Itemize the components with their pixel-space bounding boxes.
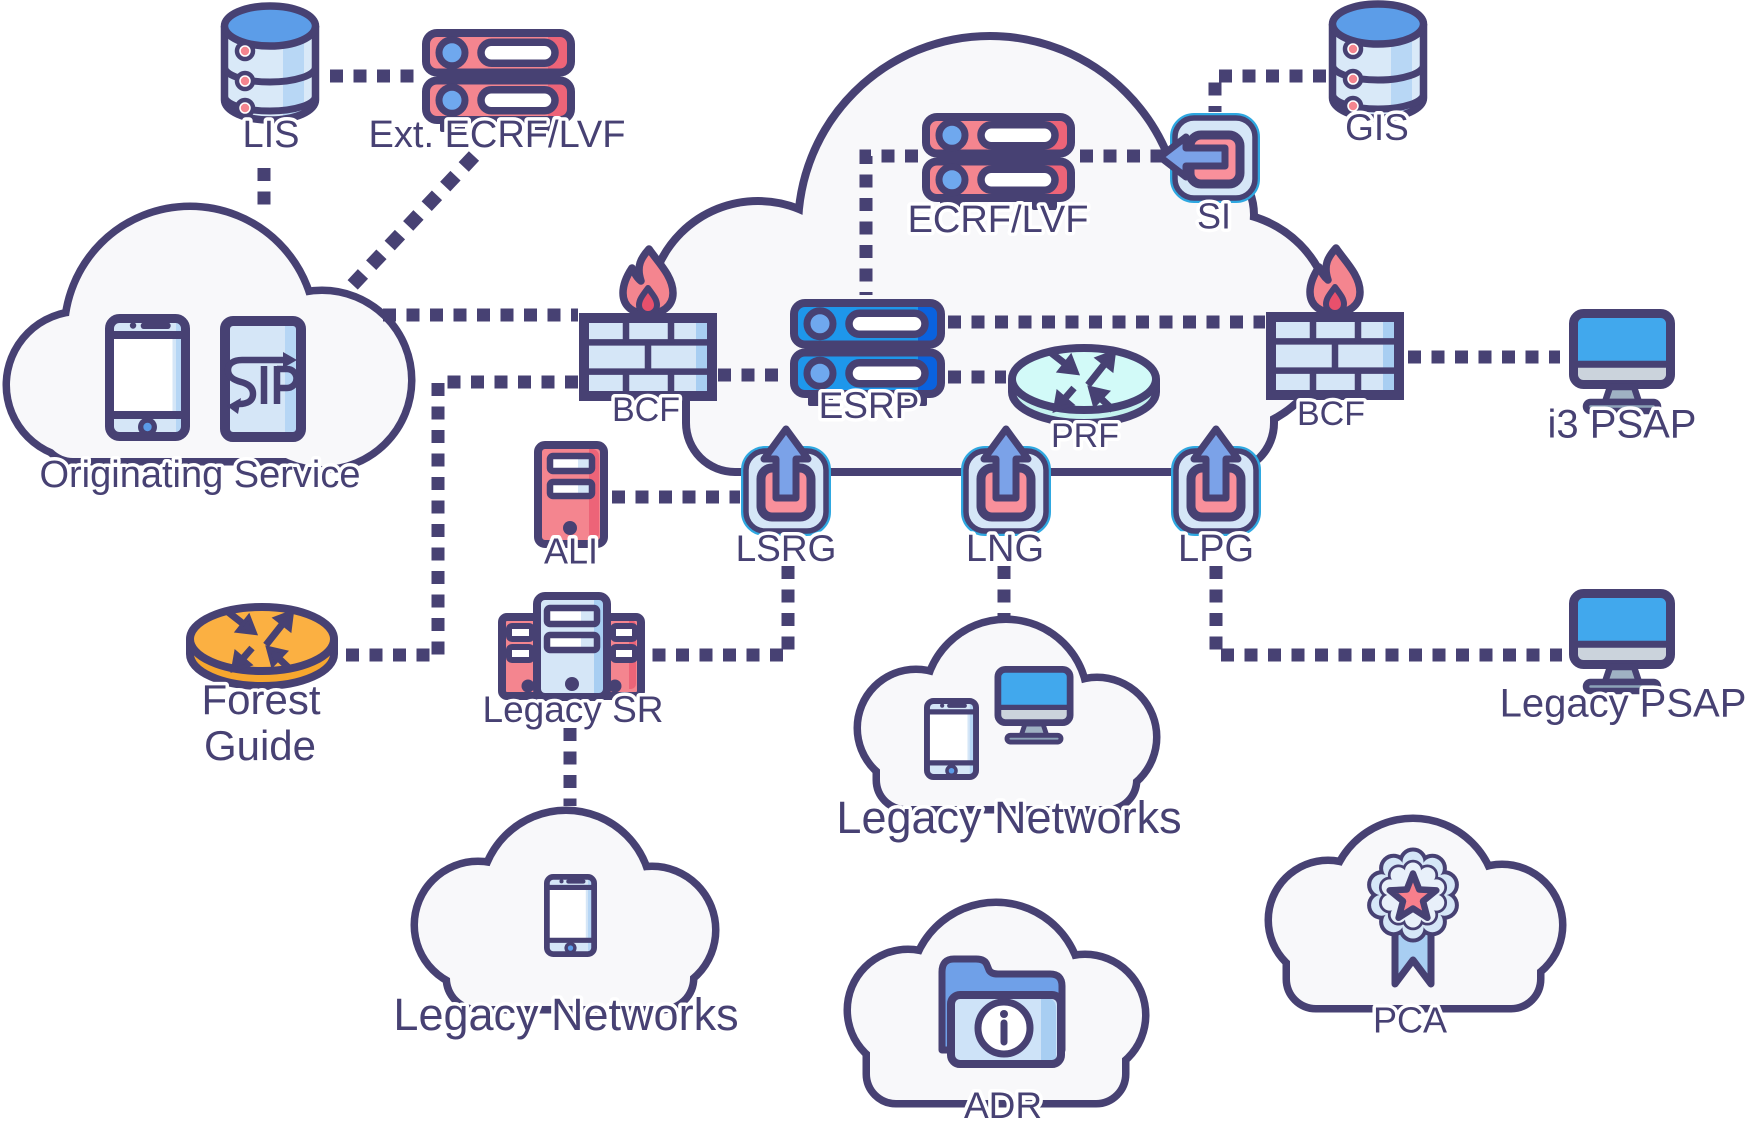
- svg-text:ESRP: ESRP: [819, 385, 920, 426]
- svg-text:Legacy PSAP: Legacy PSAP: [1500, 682, 1747, 726]
- svg-text:BCF: BCF: [1297, 395, 1365, 433]
- svg-text:LPG: LPG: [1178, 528, 1254, 570]
- svg-text:Ext. ECRF/LVF: Ext. ECRF/LVF: [369, 114, 626, 156]
- svg-text:Guide: Guide: [204, 722, 316, 769]
- svg-text:Legacy Networks: Legacy Networks: [393, 989, 738, 1040]
- svg-text:ADR: ADR: [964, 1085, 1042, 1126]
- svg-text:LSRG: LSRG: [736, 528, 837, 569]
- svg-text:BCF: BCF: [612, 391, 680, 429]
- svg-text:Forest: Forest: [201, 676, 320, 723]
- svg-text:GIS: GIS: [1345, 107, 1409, 148]
- svg-text:i3 PSAP: i3 PSAP: [1548, 403, 1697, 447]
- svg-text:ALI: ALI: [544, 531, 598, 572]
- svg-text:ECRF/LVF: ECRF/LVF: [908, 199, 1089, 241]
- svg-text:PRF: PRF: [1051, 417, 1119, 455]
- svg-text:LNG: LNG: [966, 528, 1044, 570]
- svg-text:PCA: PCA: [1373, 1000, 1447, 1041]
- svg-text:SI: SI: [1197, 196, 1231, 237]
- svg-text:Originating Service: Originating Service: [39, 454, 360, 496]
- svg-text:Legacy Networks: Legacy Networks: [836, 792, 1181, 843]
- svg-text:LIS: LIS: [242, 114, 299, 156]
- svg-text:Legacy SR: Legacy SR: [483, 689, 664, 730]
